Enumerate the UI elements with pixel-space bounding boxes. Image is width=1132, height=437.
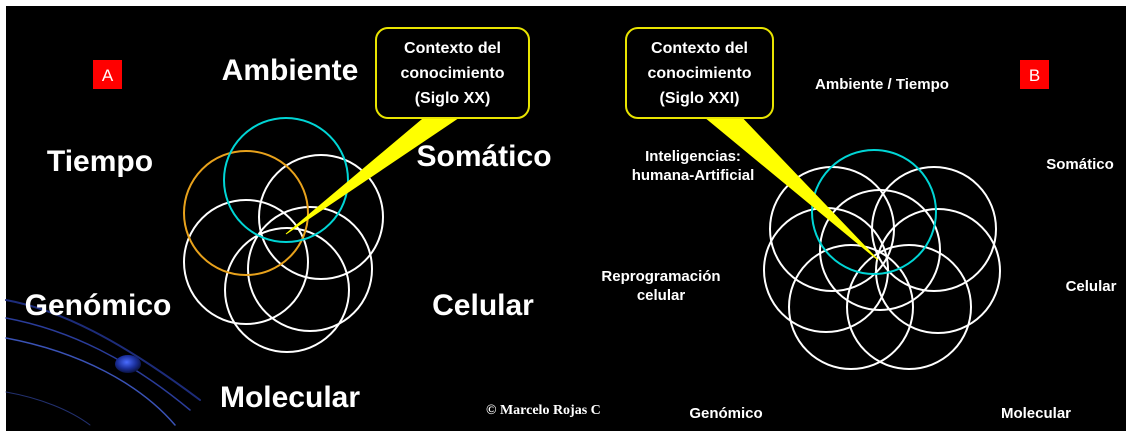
circle-a-celular xyxy=(247,206,373,332)
callout-b: Contexto del conocimiento (Siglo XXI) xyxy=(625,27,879,261)
callout-a-box xyxy=(375,27,530,119)
circle-a-genomico xyxy=(183,199,309,325)
label-a-ambiente: Ambiente xyxy=(222,54,359,87)
callout-b-line1: Contexto del xyxy=(651,40,748,57)
decorative-orb xyxy=(115,355,141,373)
circle-a-molecular xyxy=(224,227,350,353)
label-b-genomico: Genómico xyxy=(689,405,762,422)
diagram-a-circles xyxy=(183,117,384,353)
callout-b-box xyxy=(625,27,774,119)
circle-a-somatico xyxy=(258,154,384,280)
circle-b-genomico xyxy=(788,244,914,370)
slide-background xyxy=(6,6,1126,431)
label-b-inteligencias-line1: Inteligencias: xyxy=(645,148,741,165)
circle-b-celular xyxy=(875,208,1001,334)
badge-a-label: A xyxy=(102,66,114,85)
badge-b-label: B xyxy=(1029,66,1040,85)
label-b-inteligencias-line2: humana-Artificial xyxy=(632,167,755,184)
callout-a: Contexto del conocimiento (Siglo XX) xyxy=(285,27,530,235)
label-a-genomico: Genómico xyxy=(25,289,172,322)
diagram-b-circles xyxy=(763,149,1001,370)
label-b-somatico: Somático xyxy=(1046,156,1114,173)
diagram-a: A Ambiente Tiempo Somático Genómico Celu… xyxy=(25,27,552,414)
badge-b-box xyxy=(1020,60,1049,89)
circle-b-ambiente-tiempo xyxy=(811,149,937,275)
circle-a-ambiente xyxy=(223,117,349,243)
label-a-somatico: Somático xyxy=(416,140,551,173)
label-b-celular: Celular xyxy=(1066,278,1117,295)
callout-b-line3: (Siglo XXI) xyxy=(660,90,740,107)
label-a-tiempo: Tiempo xyxy=(47,145,153,178)
label-a-molecular: Molecular xyxy=(220,381,360,414)
label-b-reprogramacion-line1: Reprogramación xyxy=(601,268,720,285)
label-b-ambiente-tiempo: Ambiente / Tiempo xyxy=(815,76,949,93)
callout-b-line2: conocimiento xyxy=(647,65,751,82)
label-a-celular: Celular xyxy=(432,289,534,322)
copyright-text: © Marcelo Rojas C xyxy=(486,403,601,418)
decorative-orbits xyxy=(5,299,201,426)
circle-a-tiempo xyxy=(183,150,309,276)
label-b-reprogramacion-line2: celular xyxy=(637,287,686,304)
badge-a-box xyxy=(93,60,122,89)
circle-b-inner xyxy=(819,189,941,311)
callout-a-line2: conocimiento xyxy=(400,65,504,82)
label-b-molecular: Molecular xyxy=(1001,405,1071,422)
diagram-b: B Ambiente / Tiempo Inteligencias: human… xyxy=(601,27,1117,422)
callout-a-line3: (Siglo XX) xyxy=(415,90,491,107)
callout-a-line1: Contexto del xyxy=(404,40,501,57)
circle-b-molecular xyxy=(846,244,972,370)
